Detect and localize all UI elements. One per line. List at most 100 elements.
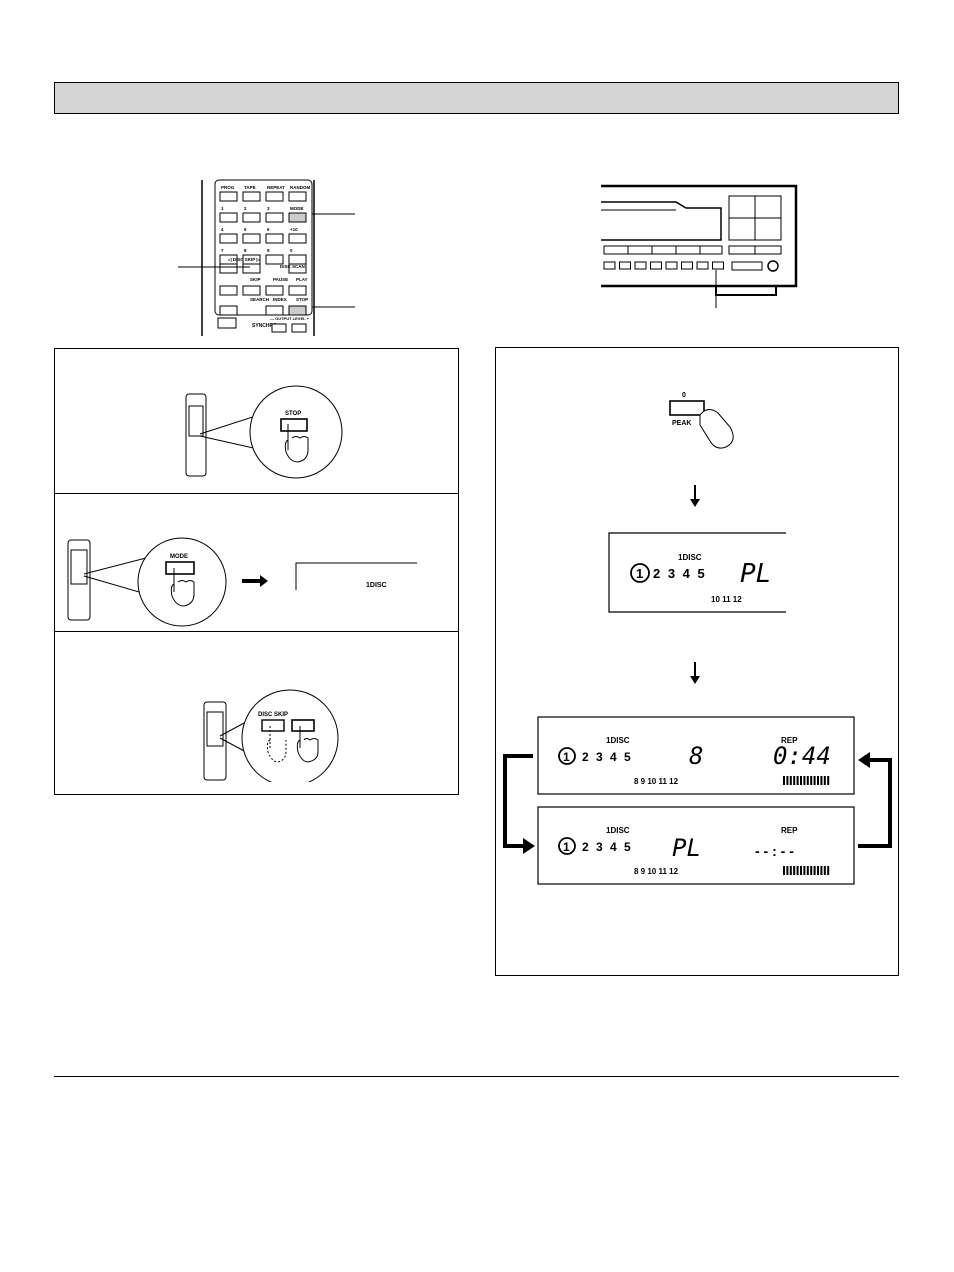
remote-key — [219, 305, 238, 316]
player-button — [619, 261, 631, 270]
player-button — [634, 261, 647, 270]
remote-key-label: PLAY — [296, 277, 308, 282]
level-meter-bar — [806, 866, 809, 875]
display-panel — [495, 347, 899, 976]
remote-key-label: STOP — [296, 297, 308, 302]
steps-panel — [54, 348, 459, 795]
level-meter-bar — [786, 866, 789, 875]
d3-seg: PL — [672, 834, 701, 862]
remote-key — [219, 212, 238, 223]
remote-key-label: 6 — [267, 227, 270, 232]
loop-arrow-right — [858, 752, 892, 848]
remote-key-label: SKIP — [250, 277, 261, 282]
remote-key-label: TAPE — [244, 185, 256, 190]
level-meter-bar — [789, 866, 792, 875]
remote-key-label: 2 — [244, 206, 247, 211]
down-arrow-1 — [690, 485, 700, 507]
level-meter-bar — [820, 776, 823, 785]
level-meter-bar — [823, 776, 826, 785]
level-meter-bar — [793, 776, 796, 785]
remote-key — [288, 212, 307, 223]
level-meter-bar — [813, 776, 816, 785]
remote-key — [219, 285, 238, 296]
remote-key-label: +10 — [290, 227, 298, 232]
remote-key-label: RANDOM — [290, 185, 310, 190]
remote-key-label: PAUSE — [273, 277, 288, 282]
peak-zero-label: 0 — [682, 392, 686, 399]
remote-key-label: 5 — [244, 227, 247, 232]
level-meter-bar — [786, 776, 789, 785]
remote-key — [288, 263, 307, 274]
step3-disc-skip-illustration: DISC SKIP — [203, 689, 339, 782]
remote-key — [242, 233, 261, 244]
level-meter-bar — [817, 866, 819, 875]
remote-key — [288, 305, 307, 316]
remote-key-label: 9 — [267, 248, 270, 253]
level-meter-bar — [806, 776, 809, 785]
player-button — [681, 261, 693, 270]
level-meter-bar — [800, 776, 802, 785]
lcd-display-1: 1 1DISC 2 3 4 5 PL 10 11 12 — [608, 532, 786, 613]
display-1disc-label: 1DISC — [366, 582, 387, 589]
d2-sub-numbers: 8 9 10 11 12 — [634, 777, 679, 786]
peak-label: PEAK — [672, 420, 691, 427]
cd-player-front-panel — [601, 184, 798, 308]
remote-key-label: 7 — [221, 248, 224, 253]
level-meter-bar — [823, 866, 826, 875]
disc-skip-label: DISC SKIP — [258, 712, 288, 718]
mode-button-label: MODE — [170, 554, 188, 560]
remote-key-label: MODE — [290, 206, 304, 211]
remote-key — [242, 191, 261, 202]
section-header-bar — [54, 82, 899, 114]
remote-key — [265, 254, 284, 265]
level-meter-bar — [796, 866, 799, 875]
stop-button-label: STOP — [285, 411, 301, 417]
d2-seg: 8 — [689, 742, 703, 770]
remote-key-label: 1 — [221, 206, 224, 211]
synchro-label: SYNCHRO — [252, 323, 277, 329]
loop-arrow-left — [503, 754, 535, 854]
d3-rep: REP — [781, 826, 798, 835]
disc-scan-label: DISC SCAN — [280, 264, 305, 269]
d3-time: - - : - - — [755, 843, 794, 859]
level-meter-bar — [820, 866, 823, 875]
peak-button-illustration: 0 PEAK — [669, 392, 734, 449]
svg-text:1: 1 — [636, 566, 643, 581]
player-button — [665, 261, 678, 270]
remote-key — [219, 263, 238, 274]
remote-key — [288, 285, 307, 296]
level-meter-bar — [796, 776, 799, 785]
player-button — [603, 261, 616, 270]
level-meter-bar — [783, 866, 785, 875]
d1-sub-numbers: 10 11 12 — [711, 595, 742, 604]
down-arrow-2 — [690, 662, 700, 684]
remote-key-label: INDEX — [273, 297, 287, 302]
level-meter-bar — [783, 776, 785, 785]
remote-key-label: 4 — [221, 227, 224, 232]
step2-mode-illustration: MODE 1DISC — [67, 537, 417, 627]
level-meter-bar — [813, 866, 816, 875]
remote-key-label: SEARCH — [250, 297, 269, 302]
remote-key — [219, 233, 238, 244]
remote-key — [265, 285, 284, 296]
remote-key — [288, 254, 307, 265]
d1-disc-numbers: 2 3 4 5 — [653, 566, 705, 581]
step-divider-1 — [54, 493, 459, 494]
remote-key-label: 0 — [290, 248, 293, 253]
level-meter-bar — [803, 776, 806, 785]
remote-key — [265, 305, 284, 316]
remote-key — [288, 233, 307, 244]
bottom-rule — [54, 1076, 899, 1077]
d2-rep: REP — [781, 736, 798, 745]
svg-text:1: 1 — [563, 750, 570, 764]
level-meter-bar — [810, 866, 813, 875]
remote-key — [265, 212, 284, 223]
remote-key — [242, 212, 261, 223]
d2-disc-numbers: 2 3 4 5 — [582, 750, 631, 764]
d3-1disc: 1DISC — [606, 826, 630, 835]
lcd-display-2: 1 1DISC 2 3 4 5 8 REP 0:44 8 9 10 11 12 — [537, 716, 855, 795]
level-meter-bar — [817, 776, 819, 785]
level-meter-bar — [803, 866, 806, 875]
level-meter-bar — [827, 776, 830, 785]
step-divider-2 — [54, 631, 459, 632]
